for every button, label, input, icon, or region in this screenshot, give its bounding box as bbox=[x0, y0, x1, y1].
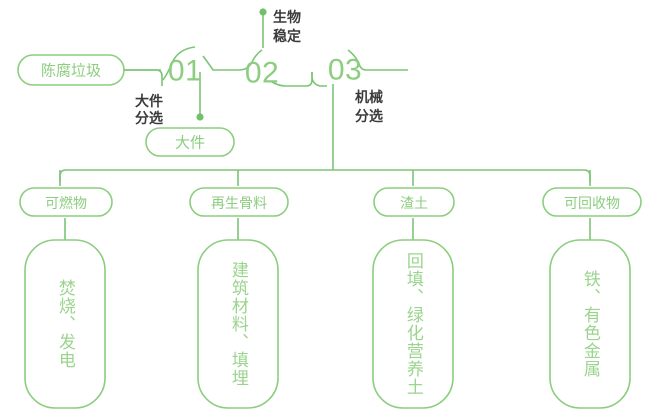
output-pill-3-label: 渣土 bbox=[400, 195, 428, 211]
side-output-pill-label: 大件 bbox=[175, 135, 205, 152]
arc-step-02-right bbox=[271, 72, 313, 87]
destination-box-2[interactable] bbox=[197, 239, 279, 409]
destination-box-4[interactable] bbox=[549, 239, 631, 409]
destination-box-1-text: 焚烧、发电 bbox=[55, 279, 75, 369]
destination-box-2-text: 建筑材料、填埋 bbox=[228, 261, 248, 387]
output-pill-4[interactable] bbox=[542, 187, 642, 217]
destination-box-4-text: 铁、有色金属 bbox=[580, 270, 600, 378]
step-03-caption-line1: 机械 bbox=[355, 89, 383, 105]
destination-box-3-text: 回填、绿化营养土 bbox=[403, 252, 423, 396]
side-output-pill[interactable] bbox=[145, 127, 235, 157]
step-number-01: 01 bbox=[168, 55, 202, 88]
arc-step-03-left bbox=[311, 72, 327, 87]
step-01-caption-line1: 大件 bbox=[135, 93, 163, 109]
source-pill-label: 陈腐垃圾 bbox=[41, 62, 101, 80]
connector-source-elbow bbox=[123, 69, 163, 86]
destination-box-1[interactable] bbox=[24, 239, 106, 409]
output-pill-1-label: 可燃物 bbox=[45, 195, 87, 211]
arc-step-02-left bbox=[238, 49, 263, 71]
endpoint-dot-biostable bbox=[259, 8, 267, 16]
destination-box-3[interactable] bbox=[372, 239, 454, 409]
step-03-caption-line2: 分选 bbox=[355, 108, 383, 124]
endpoint-dot-daijian bbox=[196, 113, 204, 121]
step-number-03: 03 bbox=[328, 54, 362, 87]
step-02-caption-line1: 生物 bbox=[273, 9, 301, 25]
output-pill-3[interactable] bbox=[373, 187, 455, 217]
output-pill-2[interactable] bbox=[189, 187, 289, 217]
step-number-02: 02 bbox=[245, 57, 279, 90]
arc-step-01-right bbox=[202, 55, 239, 71]
arc-step-03-right bbox=[347, 49, 408, 71]
source-pill[interactable] bbox=[17, 54, 125, 86]
output-pill-1[interactable] bbox=[19, 187, 113, 217]
output-pill-4-label: 可回收物 bbox=[564, 195, 620, 211]
step-01-caption-line2: 分选 bbox=[135, 110, 163, 126]
arc-step-01-left bbox=[162, 46, 196, 81]
distribution-bus-bar bbox=[59, 169, 591, 182]
step-02-caption-line2: 稳定 bbox=[273, 28, 301, 44]
output-pill-2-label: 再生骨料 bbox=[211, 195, 267, 211]
